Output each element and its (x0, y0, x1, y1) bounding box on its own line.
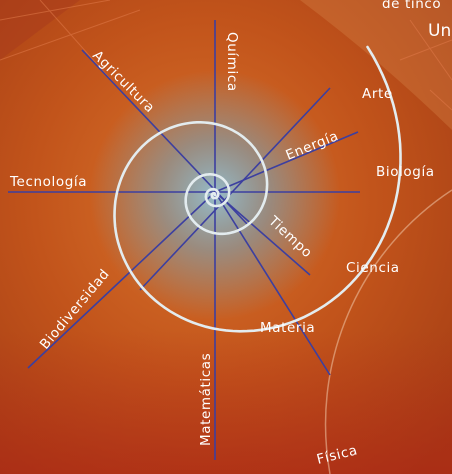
label-biologia: Biología (376, 164, 435, 180)
background-band (0, 330, 452, 474)
corner-text-line2: Un (428, 21, 451, 41)
corner-text-line1: de tinco (382, 0, 441, 12)
label-ciencia: Ciencia (346, 260, 400, 276)
label-materia: Materia (260, 320, 315, 336)
spokes (8, 20, 360, 460)
decorative-arc (324, 189, 452, 474)
background-sketch-lines (0, 0, 452, 111)
spoke-energia (214, 131, 359, 193)
spoke-biodiversidad (27, 191, 216, 369)
spoke-tiempo (214, 191, 311, 276)
background-corner-shade (0, 0, 80, 60)
label-matematicas: Matemáticas (198, 353, 214, 446)
spoke-materia (214, 191, 331, 376)
label-tecnologia: Tecnología (9, 174, 87, 190)
golden-spiral (113, 45, 402, 333)
label-arte: Arte (362, 86, 393, 102)
label-quimica: Química (224, 32, 240, 92)
spoke-diagonal-ne (139, 87, 331, 291)
background-glow (300, 0, 452, 130)
